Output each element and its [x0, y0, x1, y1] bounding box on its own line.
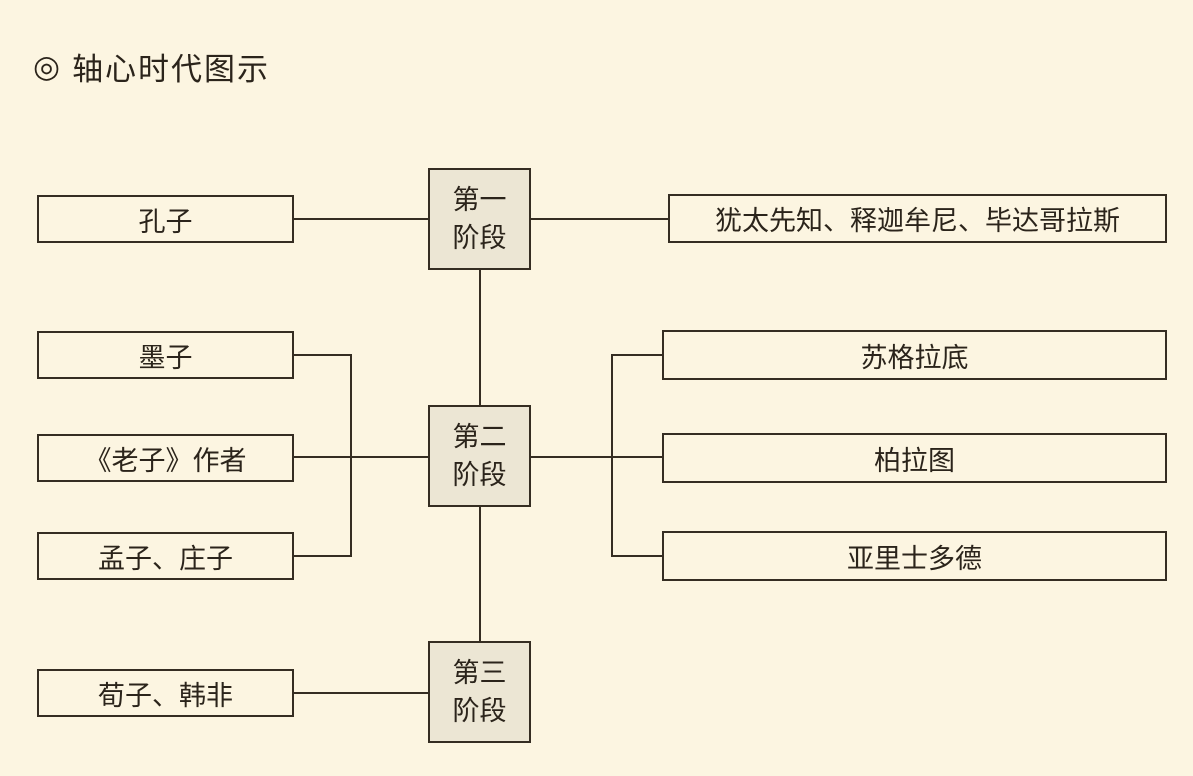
node-confucius: 孔子 [37, 195, 294, 243]
connector-stage1-stage2 [479, 270, 481, 406]
fisheye-bullet-icon: ◎ [33, 48, 63, 84]
connector-mencius-bus [294, 555, 352, 557]
node-mencius-zhuangzi: 孟子、庄子 [37, 532, 294, 580]
connector-xunzi-stage3 [294, 692, 428, 694]
connector-stage1-prophets [531, 218, 668, 220]
connector-laozi-stage2 [294, 456, 428, 458]
connector-mozi-bus [294, 354, 352, 356]
node-aristotle: 亚里士多德 [662, 531, 1167, 581]
connector-bus-socrates [611, 354, 662, 356]
page-title: ◎ 轴心时代图示 [33, 44, 270, 89]
left-bus-line [350, 354, 352, 557]
stage-1-label-line-1: 第一 [452, 185, 507, 215]
node-jewish-prophets-buddha-pythagoras: 犹太先知、释迦牟尼、毕达哥拉斯 [668, 194, 1167, 243]
stage-3-label-line-2: 阶段 [452, 696, 507, 726]
connector-stage2-stage3 [479, 507, 481, 642]
connector-stage2-bus [531, 456, 613, 458]
connector-bus-aristotle [611, 555, 662, 557]
node-plato: 柏拉图 [662, 433, 1167, 483]
stage-2-box: 第二 阶段 [428, 405, 531, 507]
page-title-text: 轴心时代图示 [72, 52, 271, 87]
stage-1-box: 第一 阶段 [428, 168, 531, 270]
right-bus-line [611, 354, 613, 557]
stage-3-label-line-1: 第三 [452, 658, 507, 688]
node-laozi-author: 《老子》作者 [37, 434, 294, 482]
stage-2-label-line-1: 第二 [452, 422, 507, 452]
connector-confucius-stage1 [294, 218, 428, 220]
stage-3-box: 第三 阶段 [428, 641, 531, 743]
stage-1-label-line-2: 阶段 [452, 223, 507, 253]
node-mozi: 墨子 [37, 331, 294, 379]
node-socrates: 苏格拉底 [662, 330, 1167, 380]
stage-2-label-line-2: 阶段 [452, 460, 507, 490]
node-xunzi-hanfei: 荀子、韩非 [37, 669, 294, 717]
connector-bus-plato [613, 456, 662, 458]
